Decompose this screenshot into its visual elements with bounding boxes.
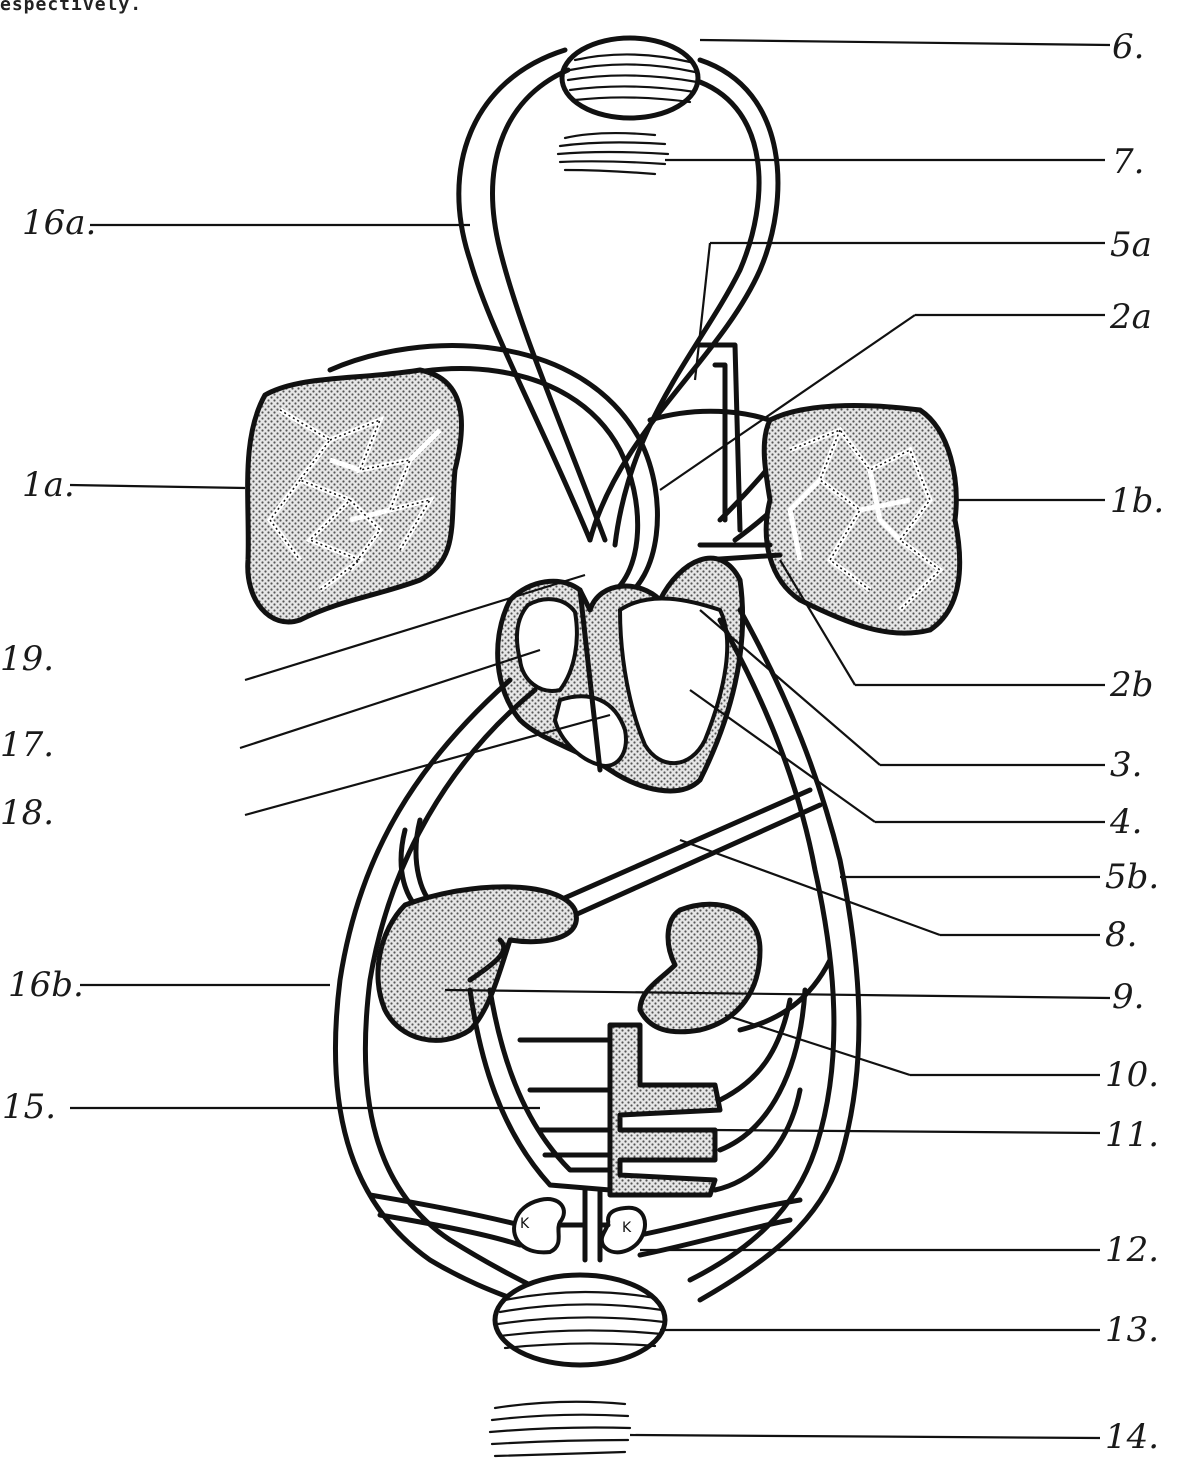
upper-muscle-capillary <box>562 38 698 118</box>
label-14: 14. <box>1105 1420 1159 1454</box>
left-kidney-mark: K <box>520 1216 530 1232</box>
label-17: 17. <box>0 728 54 762</box>
label-7: 7. <box>1112 145 1144 179</box>
label-18: 18. <box>0 796 54 830</box>
label-11: 11. <box>1105 1118 1159 1152</box>
right-kidney-mark: K <box>622 1220 632 1236</box>
label-9: 9. <box>1112 980 1144 1014</box>
label-8: 8. <box>1105 918 1137 952</box>
label-16b: 16b. <box>8 968 84 1002</box>
label-6: 6. <box>1112 30 1144 64</box>
label-2b: 2b <box>1110 668 1153 702</box>
liver <box>378 887 576 1041</box>
label-16a: 16a. <box>22 206 96 240</box>
label-1a: 1a. <box>22 468 75 502</box>
label-1b: 1b. <box>1110 484 1164 518</box>
label-3: 3. <box>1110 748 1142 782</box>
label-2a: 2a <box>1110 300 1152 334</box>
label-10: 10. <box>1105 1058 1159 1092</box>
label-12: 12. <box>1105 1233 1159 1267</box>
label-5a: 5a <box>1110 228 1152 262</box>
lower-muscle-tissue <box>490 1402 630 1456</box>
label-15: 15. <box>2 1090 56 1124</box>
heart <box>498 558 743 791</box>
stomach <box>640 904 760 1032</box>
label-5b: 5b. <box>1105 860 1159 894</box>
lower-muscle-capillary <box>495 1275 665 1365</box>
label-13: 13. <box>1105 1313 1159 1347</box>
head-loop-vessels <box>459 50 778 545</box>
label-19: 19. <box>0 642 54 676</box>
hepatic-artery <box>560 790 820 915</box>
label-4: 4. <box>1110 805 1142 839</box>
upper-muscle-tissue <box>558 133 668 174</box>
left-lung <box>248 370 462 622</box>
